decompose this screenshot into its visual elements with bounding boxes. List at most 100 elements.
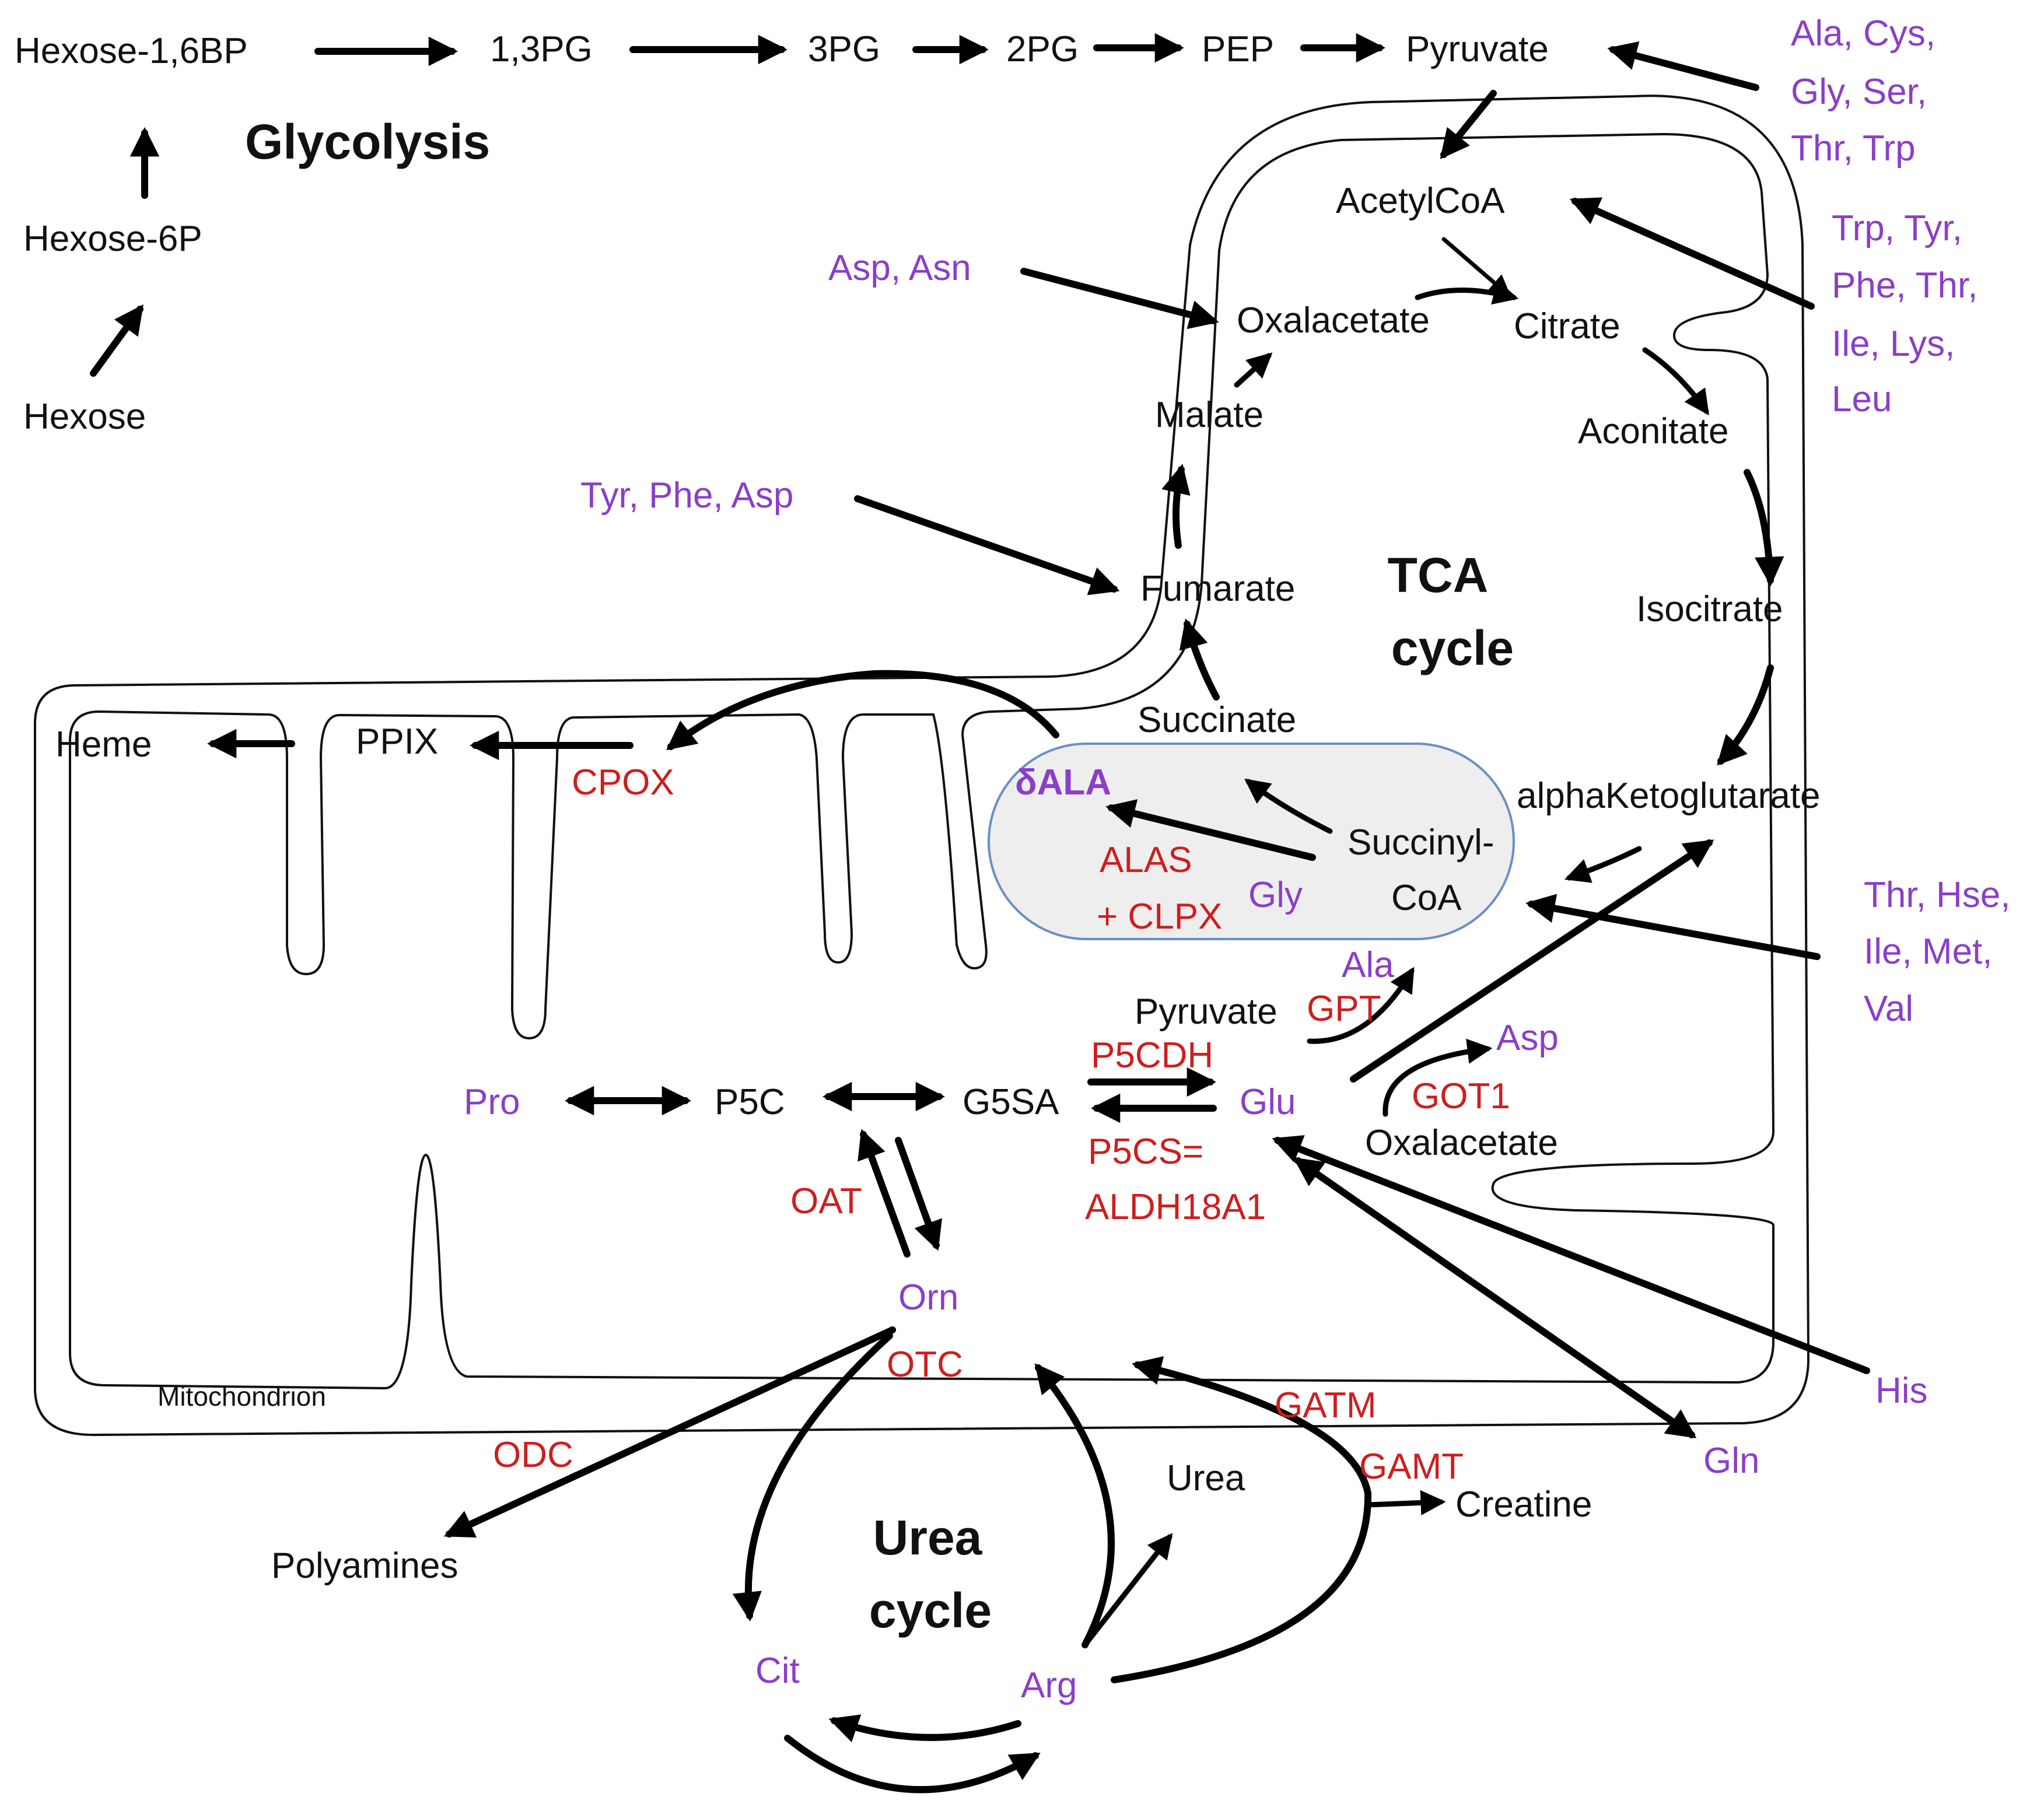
arrow-aspasn-to-oxalacetate bbox=[1020, 268, 1219, 330]
label-got1: GOT1 bbox=[1412, 1076, 1510, 1116]
arrow-cit-to-arg bbox=[784, 1735, 1041, 1794]
arrow-succinate-to-fumarate bbox=[1179, 618, 1220, 701]
glycolysis-title: Glycolysis bbox=[245, 114, 490, 169]
label-hexose: Hexose bbox=[23, 397, 146, 437]
arrow-arg-gatm-loop bbox=[1111, 1356, 1372, 1683]
label-orn: Orn bbox=[898, 1277, 958, 1318]
label-tyr-phe-asp: Tyr, Phe, Asp bbox=[580, 475, 793, 516]
label-acetylcoa: AcetylCoA bbox=[1336, 181, 1505, 221]
tca-arrows bbox=[206, 197, 1821, 1083]
arrow-succinylcoa-to-dala bbox=[1105, 799, 1316, 861]
label-gly: Gly bbox=[1248, 875, 1303, 915]
urea-title-line1: Urea bbox=[873, 1510, 983, 1565]
arrow-hexose-to-hexose6p bbox=[90, 304, 144, 377]
label-asp: Asp bbox=[1496, 1018, 1559, 1058]
label-aa-low-right-1: Thr, Hse, bbox=[1864, 875, 2011, 915]
label-aa-mid-right-2: Phe, Thr, bbox=[1832, 265, 1978, 306]
tca-title-line1: TCA bbox=[1388, 548, 1489, 603]
amino-acid-arrows bbox=[564, 966, 1870, 1438]
tca-title-line2: cycle bbox=[1391, 621, 1514, 675]
label-3pg: 3PG bbox=[808, 29, 880, 69]
arrow-aconitate-to-isocitrate bbox=[1744, 469, 1784, 587]
label-clpx: + CLPX bbox=[1097, 897, 1222, 937]
arrow-aa-to-acetylcoa bbox=[1569, 197, 1815, 310]
arrow-akg-to-succinylcoa bbox=[1564, 846, 1642, 883]
label-pyruvate-top: Pyruvate bbox=[1406, 29, 1549, 69]
arrow-isocitrate-to-akg bbox=[1717, 664, 1774, 766]
arrow-p5c-to-orn bbox=[895, 1137, 943, 1251]
label-pro: Pro bbox=[464, 1082, 520, 1122]
label-aa-low-right-3: Val bbox=[1864, 989, 1913, 1029]
label-glu: Glu bbox=[1240, 1082, 1296, 1122]
label-aa-mid-right-3: Ile, Lys, bbox=[1832, 324, 1955, 364]
arrow-aa-to-succinylcoa bbox=[1525, 894, 1821, 960]
label-fumarate: Fumarate bbox=[1140, 569, 1295, 609]
label-2pg: 2PG bbox=[1006, 29, 1079, 69]
label-hexose-6p: Hexose-6P bbox=[23, 219, 202, 259]
arrow-arg-to-orn bbox=[1034, 1363, 1115, 1648]
label-delta-ala: δALA bbox=[1015, 762, 1111, 803]
mitochondrion bbox=[34, 94, 1810, 1437]
label-aa-mid-right-1: Trp, Tyr, bbox=[1832, 208, 1962, 248]
label-oxalacetate-top: Oxalacetate bbox=[1237, 300, 1430, 341]
label-heme: Heme bbox=[55, 724, 152, 765]
arrow-to-creatine bbox=[1365, 1490, 1446, 1515]
label-aa-top-right-3: Thr, Trp bbox=[1791, 128, 1916, 169]
arrow-his-to-glu bbox=[1272, 1135, 1870, 1374]
arrow-got1-oxalacetate-to-asp bbox=[1382, 1038, 1493, 1117]
label-arg: Arg bbox=[1021, 1665, 1077, 1706]
arrow-arg-to-cit bbox=[828, 1714, 1021, 1742]
label-gln: Gln bbox=[1703, 1441, 1759, 1481]
label-cit: Cit bbox=[755, 1651, 800, 1691]
arrow-glu-to-akg bbox=[1350, 839, 1714, 1083]
label-gamt: GAMT bbox=[1359, 1447, 1464, 1487]
label-hexose-16bp: Hexose-1,6BP bbox=[15, 31, 248, 71]
arrow-orn-to-p5c bbox=[858, 1129, 911, 1258]
arrow-dala-to-cpox bbox=[666, 670, 1059, 751]
label-p5cs-1: P5CS= bbox=[1088, 1132, 1203, 1172]
label-otc: OTC bbox=[887, 1344, 963, 1385]
label-urea: Urea bbox=[1167, 1458, 1245, 1498]
label-pep: PEP bbox=[1202, 29, 1274, 69]
label-succinylcoa-2: CoA bbox=[1391, 878, 1462, 918]
arrow-orn-to-cit bbox=[732, 1332, 893, 1622]
metabolite-labels: Hexose-1,6BP 1,3PG 3PG 2PG PEP Pyruvate … bbox=[15, 29, 1821, 1586]
label-p5cs-2: ALDH18A1 bbox=[1085, 1187, 1266, 1227]
label-creatine: Creatine bbox=[1455, 1484, 1592, 1525]
label-cpox: CPOX bbox=[572, 762, 674, 803]
mitochondrion-inner-membrane bbox=[69, 132, 1775, 1390]
label-p5cdh: P5CDH bbox=[1091, 1035, 1213, 1076]
enzyme-labels: CPOX ALAS + CLPX GPT GOT1 P5CDH P5CS= AL… bbox=[493, 762, 1510, 1487]
label-citrate: Citrate bbox=[1514, 306, 1620, 346]
mitochondrion-outer-membrane bbox=[34, 94, 1810, 1437]
label-aa-mid-right-4: Leu bbox=[1832, 379, 1892, 419]
label-aa-low-right-2: Ile, Met, bbox=[1864, 931, 1993, 972]
label-polyamines: Polyamines bbox=[271, 1546, 458, 1586]
arrow-malate-to-oxalacetate bbox=[1234, 352, 1273, 388]
urea-cycle-arrows bbox=[443, 1326, 1446, 1794]
arrow-arg-to-urea bbox=[1082, 1533, 1173, 1648]
label-p5c: P5C bbox=[715, 1082, 785, 1122]
label-odc: ODC bbox=[493, 1435, 573, 1475]
label-oxalacetate-mid: Oxalacetate bbox=[1365, 1123, 1558, 1163]
label-oat: OAT bbox=[790, 1181, 862, 1221]
arrow-glu-gln bbox=[1293, 1157, 1697, 1438]
label-his: His bbox=[1875, 1371, 1928, 1411]
label-aa-top-right-2: Gly, Ser, bbox=[1791, 72, 1927, 112]
label-aconitate: Aconitate bbox=[1578, 411, 1729, 451]
label-pyruvate-mid: Pyruvate bbox=[1135, 992, 1278, 1032]
label-gpt: GPT bbox=[1307, 989, 1381, 1029]
glycolysis-arrows bbox=[90, 33, 1759, 377]
label-13pg: 1,3PG bbox=[490, 29, 593, 69]
arrow-succinylcoa-to-succinate bbox=[1244, 778, 1333, 834]
label-ppix: PPIX bbox=[356, 722, 438, 762]
arrow-pyruvate-to-acetylcoa bbox=[1440, 90, 1497, 159]
label-ala: Ala bbox=[1342, 945, 1394, 985]
label-aa-top-right-1: Ala, Cys, bbox=[1791, 13, 1936, 54]
label-alas: ALAS bbox=[1100, 840, 1192, 880]
mitochondrion-label: Mitochondrion bbox=[158, 1381, 326, 1412]
urea-title-line2: cycle bbox=[869, 1583, 992, 1638]
label-succinate: Succinate bbox=[1138, 700, 1296, 740]
label-succinylcoa-1: Succinyl- bbox=[1348, 822, 1494, 863]
